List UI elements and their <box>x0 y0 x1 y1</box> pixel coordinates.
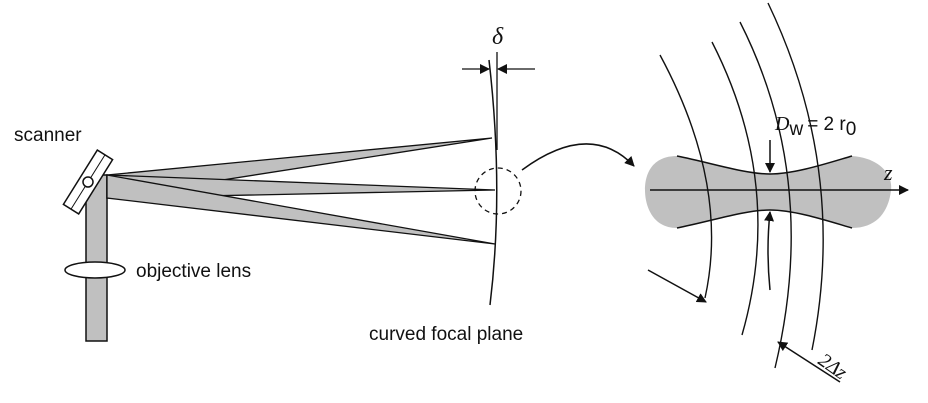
scanner-pivot <box>82 176 94 188</box>
magnify-arrow <box>521 143 635 171</box>
beam-upper-edge <box>676 155 853 175</box>
wavefront-pointer-right <box>777 341 841 383</box>
curved-focal-plane-label: curved focal plane <box>369 324 523 345</box>
curved-focal-plane <box>488 59 498 306</box>
focus-highlight-circle <box>474 167 522 215</box>
lower-ray-fan <box>106 174 496 245</box>
objective-lens <box>64 261 126 279</box>
scanner-label: scanner <box>14 125 82 146</box>
wavefront-pointer-left <box>647 269 707 303</box>
z-axis-label: z <box>883 160 893 185</box>
wavefront-1 <box>659 54 713 299</box>
gaussian-beam <box>645 156 892 228</box>
wavefront-2 <box>711 41 759 336</box>
waist-arrow-bottom <box>764 211 775 291</box>
delta-label: δ <box>492 24 504 50</box>
beam-waist-detail: z Dw= 2 r0 2Δz <box>645 2 909 384</box>
beam-fan <box>106 137 496 245</box>
beam-column <box>85 174 108 342</box>
wavefront-4 <box>767 2 824 351</box>
vertical-beam <box>85 174 108 342</box>
waist-label: Dw= 2 r0 <box>774 113 856 140</box>
two-delta-z-label: 2Δz <box>814 349 851 384</box>
wavefront-3 <box>739 21 792 369</box>
objective-lens-label: objective lens <box>136 261 251 282</box>
beam-lower-edge <box>676 209 853 229</box>
